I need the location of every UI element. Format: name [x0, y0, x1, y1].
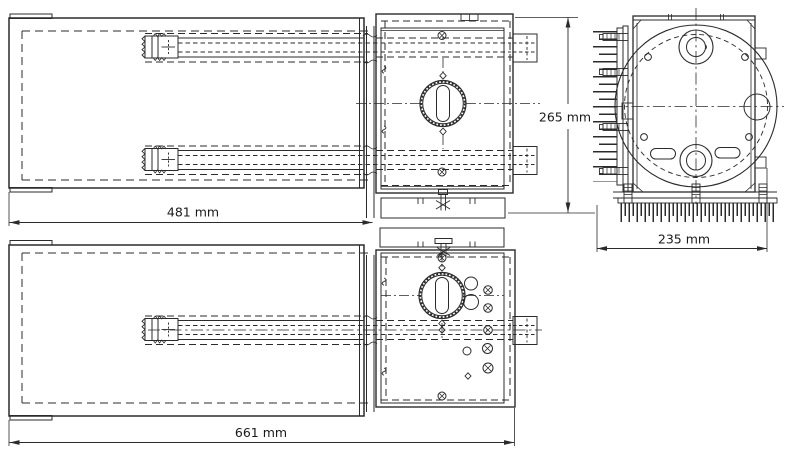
screw — [437, 391, 447, 401]
tray — [8, 13, 368, 193]
screw — [437, 253, 447, 263]
camera-body — [375, 249, 516, 408]
hole — [462, 346, 472, 356]
slot-aperture — [435, 277, 449, 314]
screw — [483, 285, 493, 295]
heatsink-bolt — [599, 68, 629, 76]
focus-ring — [418, 263, 466, 328]
base-stud — [758, 183, 768, 204]
top-port — [678, 29, 714, 65]
screw — [482, 343, 493, 354]
center-mark — [464, 372, 472, 380]
screw-hole — [644, 53, 652, 61]
base-stud — [623, 183, 633, 204]
front-plate — [362, 255, 387, 412]
slide-rail-lower — [141, 145, 538, 175]
rail-end-block — [141, 32, 179, 62]
view-top-retracted — [8, 13, 540, 219]
heatsink-bolt — [599, 33, 629, 41]
dimension-481: 481 mm — [8, 192, 373, 226]
front-plate — [362, 26, 387, 218]
screw — [483, 325, 493, 335]
screw-hole — [640, 133, 648, 141]
screw-hole — [745, 133, 753, 141]
slide-rail-center — [141, 315, 542, 345]
screw — [482, 362, 494, 374]
slide-rail-upper — [141, 32, 538, 63]
screw-hole — [741, 53, 749, 61]
side-port — [743, 93, 771, 121]
clamp-plate — [380, 189, 506, 219]
base-frame — [613, 191, 778, 204]
dimension-label-retracted-length: 481 mm — [167, 205, 219, 220]
clamp-plate — [379, 227, 505, 258]
screw — [437, 167, 447, 177]
camera-body — [356, 13, 540, 194]
focus-ring — [419, 71, 467, 136]
bottom-port — [679, 143, 713, 178]
view-top-extended — [8, 227, 542, 421]
slot-hole-left — [650, 148, 676, 160]
center-mark — [438, 326, 446, 334]
rail-end-block — [141, 145, 179, 174]
screw — [483, 303, 493, 313]
cam-knob — [463, 276, 479, 310]
clamp-screw — [435, 189, 451, 211]
dimension-label-body-width: 235 mm — [658, 232, 710, 247]
rail-end-block — [141, 315, 179, 344]
screw — [437, 31, 447, 40]
rail-rear-stub — [512, 316, 538, 345]
view-end — [593, 8, 784, 222]
heatsink-bolt — [599, 123, 629, 131]
base-stud — [691, 183, 701, 204]
rail-rear-stub — [512, 146, 538, 175]
dimension-label-body-height: 265 mm — [539, 110, 591, 125]
heatsink-bottom — [620, 203, 777, 222]
dimension-661: 661 mm — [8, 408, 515, 446]
housing-circle — [610, 8, 784, 204]
heatsink-bolt — [599, 167, 629, 175]
tray — [8, 240, 368, 421]
slot-hole-right — [714, 147, 741, 159]
clamp-screw — [434, 238, 453, 258]
heatsink-left — [593, 25, 629, 193]
slot-aperture — [436, 85, 450, 122]
rail-rear-stub — [512, 33, 538, 63]
dimension-265: 265 mm — [508, 17, 595, 214]
dimension-235: 235 mm — [596, 168, 768, 252]
dimension-label-extended-length: 661 mm — [235, 425, 287, 440]
